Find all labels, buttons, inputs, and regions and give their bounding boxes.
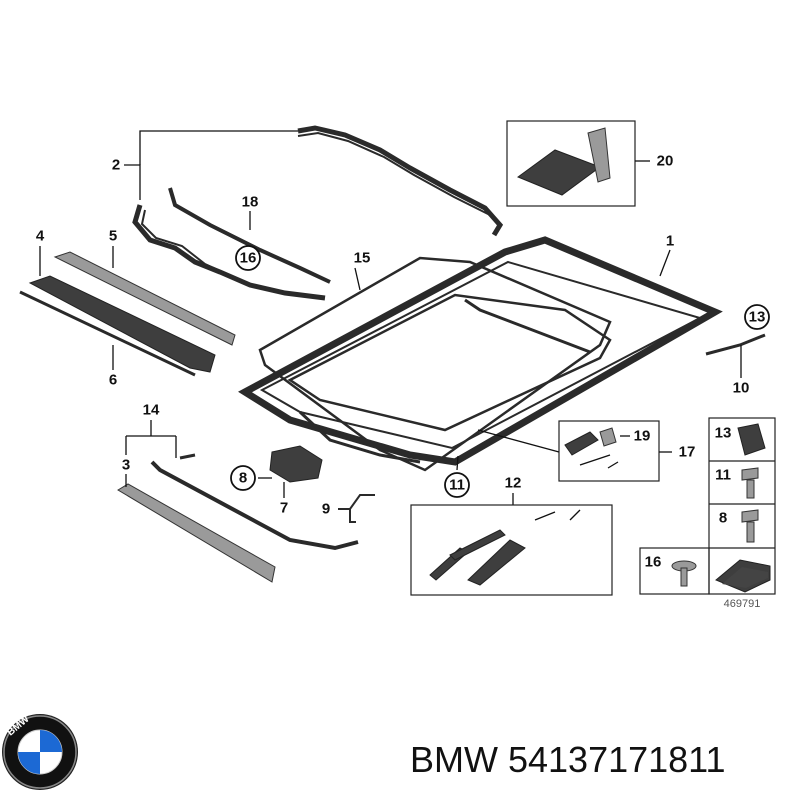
- part-7-motor: [258, 445, 323, 498]
- callout-c8a: 8: [239, 470, 247, 487]
- part-2-frame-guide: [132, 125, 504, 301]
- callout-circle: [744, 304, 770, 330]
- callout-c12: 12: [505, 475, 522, 492]
- part-9-bracket: [338, 494, 375, 523]
- callout-c13a: 13: [749, 309, 766, 326]
- part-3-trim: [117, 474, 276, 583]
- callout-circle: [235, 245, 261, 271]
- callout-c17: 17: [679, 444, 696, 461]
- callout-c11b: 11: [715, 467, 731, 484]
- callout-labels: 2 18 16 15 4 5 6 20 1 13 10 14 3 8 7 9 11 12 19 17 13 11 8 16: [36, 153, 770, 571]
- callout-c10: 10: [733, 380, 750, 397]
- fastener-grid: [639, 417, 776, 595]
- part-14-guide: [125, 420, 359, 551]
- callout-circle: [444, 472, 470, 498]
- callout-c18: 18: [242, 194, 259, 211]
- callout-c9: 9: [322, 501, 330, 518]
- part-1-main-frame: [238, 236, 723, 466]
- callout-c8b: 8: [719, 510, 727, 527]
- part-18-seal: [168, 187, 331, 284]
- part-20-box: [506, 120, 650, 207]
- part-4-strip: [19, 246, 196, 377]
- callout-c3: 3: [122, 457, 130, 474]
- callout-c5: 5: [109, 228, 117, 245]
- callout-c1: 1: [666, 233, 674, 250]
- callout-c19: 19: [634, 428, 651, 445]
- part-15-gasket: [258, 256, 612, 472]
- leader-2: [124, 130, 298, 200]
- leader-11: [456, 455, 459, 471]
- callout-c16a: 16: [240, 250, 257, 267]
- callout-c7: 7: [280, 500, 288, 517]
- diagram-number: 469791: [724, 598, 761, 610]
- callout-c11a: 11: [449, 477, 465, 494]
- callout-c15: 15: [354, 250, 371, 267]
- part-10-drain-hose: [705, 333, 766, 378]
- part-17-box: [477, 420, 672, 482]
- part-number-caption: BMW 54137171811: [410, 739, 726, 780]
- callout-c16b: 16: [645, 554, 662, 571]
- callout-c13b: 13: [715, 425, 732, 442]
- bmw-logo: BMW: [2, 713, 78, 790]
- callout-c6: 6: [109, 372, 117, 389]
- callout-c14: 14: [143, 402, 160, 419]
- part-12-box: [410, 493, 613, 596]
- part-6-wind-deflector: [28, 275, 216, 373]
- callout-c2: 2: [112, 157, 120, 174]
- callout-circle: [230, 465, 256, 491]
- part-5-deflector: [53, 246, 236, 346]
- callout-c20: 20: [657, 153, 674, 170]
- callout-c4: 4: [36, 228, 45, 245]
